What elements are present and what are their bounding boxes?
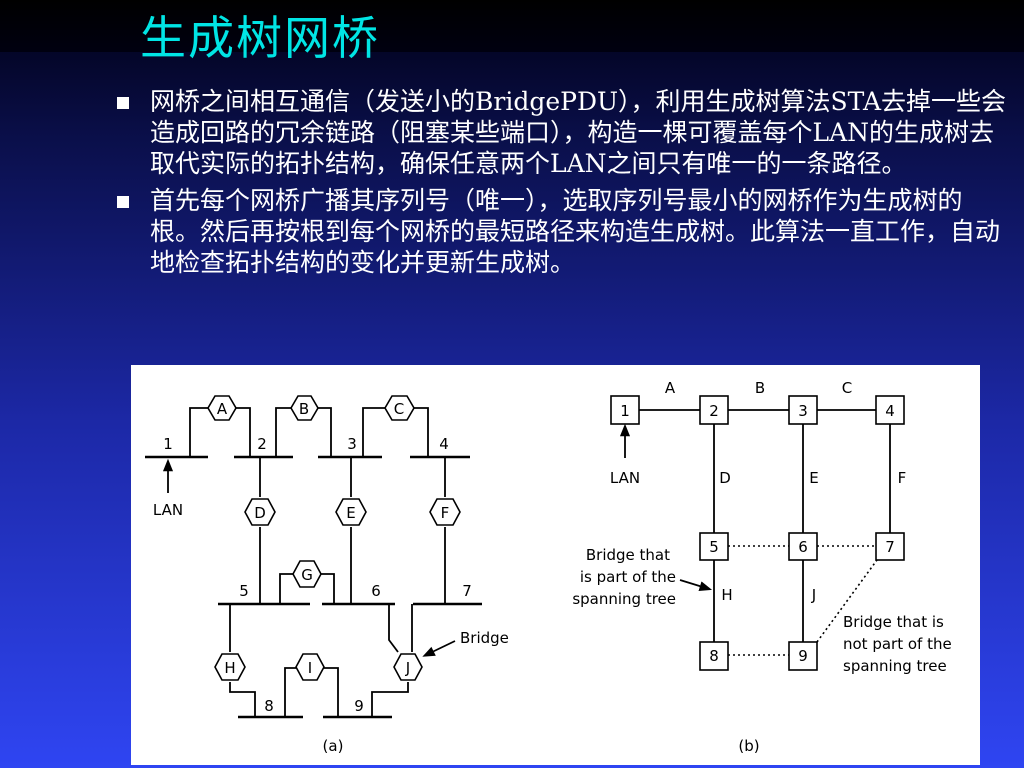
- lan-node-5: [699, 532, 729, 561]
- callout-line: spanning tree: [572, 590, 676, 608]
- node-label: 4: [885, 402, 895, 420]
- lan-node-3: [788, 395, 818, 425]
- node-label: 7: [885, 538, 895, 556]
- bridge-label: G: [301, 566, 313, 584]
- bullet-item: 网桥之间相互通信（发送小的BridgePDU），利用生成树算法STA去掉一些会造…: [115, 86, 1010, 179]
- node-label: 8: [709, 647, 719, 665]
- lan-number: 9: [354, 697, 364, 715]
- bridge-node-c: [384, 395, 415, 421]
- arrow-icon: [422, 640, 456, 657]
- bridge-node-j: [393, 653, 423, 681]
- bridge-node-d: [244, 498, 276, 526]
- bridge-node-f: [429, 498, 461, 526]
- bullet-text: 网桥之间相互通信（发送小的BridgePDU），利用生成树算法STA去掉一些会造…: [150, 87, 1007, 178]
- callout-line: is part of the: [580, 568, 676, 586]
- node-label: 9: [798, 647, 808, 665]
- edge-label: B: [755, 379, 765, 397]
- edge-label: C: [842, 379, 852, 397]
- title-bar: [0, 0, 1024, 52]
- node-label: 6: [798, 538, 808, 556]
- callout-line: Bridge that is: [843, 613, 944, 631]
- bridge-label: C: [394, 400, 404, 418]
- bridge-node-a: [207, 395, 237, 421]
- bridge-node-g: [292, 560, 322, 588]
- bridge-label: I: [308, 659, 312, 677]
- bridge-label: A: [217, 400, 228, 418]
- slide-title: 生成树网桥: [140, 11, 380, 65]
- edge-label: E: [809, 469, 818, 487]
- node-label: 2: [709, 402, 719, 420]
- lan-number: 7: [462, 582, 472, 600]
- lan-node-7: [875, 532, 905, 561]
- bridge-callout-label: Bridge: [460, 629, 509, 647]
- diagram-a: A B C D E F G H I J 1 2 3 4 5 6 7 8 9 LA…: [145, 395, 509, 755]
- lan-label: LAN: [610, 469, 640, 487]
- lan-node-6: [788, 532, 818, 561]
- bullet-text: 首先每个网桥广播其序列号（唯一），选取序列号最小的网桥作为生成树的根。然后再按根…: [150, 186, 1001, 277]
- square-bullet-icon: [117, 97, 129, 109]
- node-label: 3: [798, 402, 808, 420]
- lan-number: 2: [257, 435, 267, 453]
- callout-line: not part of the: [843, 635, 952, 653]
- bridge-node-b: [290, 395, 319, 421]
- square-bullet-icon: [117, 196, 129, 208]
- bridge-label: B: [299, 400, 309, 418]
- bridge-node-h: [214, 653, 246, 681]
- lan-number: 8: [264, 697, 274, 715]
- edge-label: H: [721, 586, 732, 604]
- bullet-item: 首先每个网桥广播其序列号（唯一），选取序列号最小的网桥作为生成树的根。然后再按根…: [115, 185, 1010, 278]
- bridge-label: H: [224, 659, 235, 677]
- lan-number: 3: [347, 435, 357, 453]
- callout-line: spanning tree: [843, 657, 947, 675]
- bridge-label: J: [405, 659, 410, 677]
- lan-number: 4: [439, 435, 449, 453]
- bridge-node-i: [295, 653, 325, 681]
- bridge-label: E: [346, 504, 355, 522]
- lan-node-4: [875, 395, 905, 425]
- edge-label: F: [898, 469, 907, 487]
- bridge-label: F: [441, 504, 450, 522]
- lan-number: 5: [239, 582, 249, 600]
- lan-number: 1: [163, 435, 173, 453]
- lan-node-9: [788, 641, 818, 671]
- bullet-list: 网桥之间相互通信（发送小的BridgePDU），利用生成树算法STA去掉一些会造…: [115, 86, 1010, 284]
- callout-line: Bridge that: [586, 546, 670, 564]
- arrow-icon: [679, 579, 713, 591]
- node-label: 1: [620, 402, 630, 420]
- lan-node-2: [699, 395, 729, 425]
- caption-a: (a): [323, 737, 344, 755]
- spanning-tree-figure: A B C D E F G H I J 1 2 3 4 5 6 7 8 9 LA…: [131, 365, 980, 765]
- caption-b: (b): [738, 737, 759, 755]
- edge-label: D: [719, 469, 731, 487]
- lan-node-8: [699, 641, 729, 671]
- bridge-node-e: [335, 498, 367, 526]
- diagram-b: 1 2 3 4 5 6 7 8 9 A B C D E F H J LAN Br…: [572, 379, 951, 755]
- lan-label: LAN: [153, 501, 183, 519]
- bridge-label: D: [254, 504, 266, 522]
- node-label: 5: [709, 538, 719, 556]
- edge-label: J: [811, 586, 816, 604]
- lan-number: 6: [371, 582, 381, 600]
- lan-node-1: [610, 395, 640, 425]
- edge-label: A: [665, 379, 676, 397]
